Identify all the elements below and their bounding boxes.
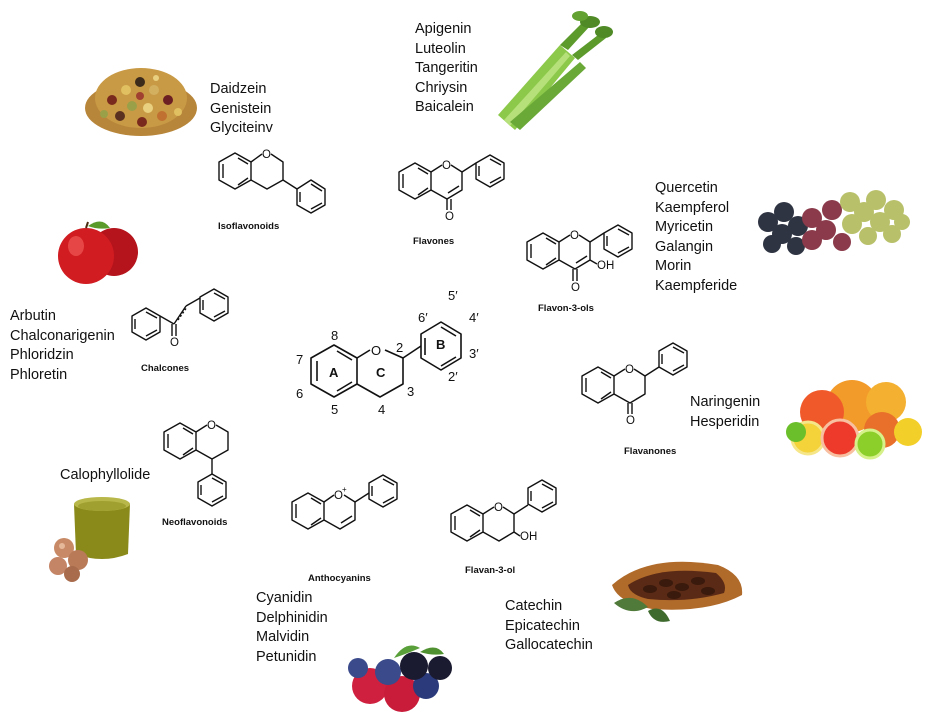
apple-icon [58, 221, 138, 284]
anthocyanin-compound-list: Cyanidin Delphinidin Malvidin Petunidin [256, 589, 328, 667]
flavanone-structure [581, 342, 688, 414]
position-label: 2 [396, 340, 403, 355]
oxygen-atom-label: O [207, 420, 216, 432]
neoflavonoid-structure [163, 422, 229, 507]
compound-name: Galangin [655, 238, 714, 255]
ring-c-label: C [376, 365, 386, 380]
isoflavonoids-label: Isoflavonoids [218, 221, 280, 232]
hydroxyl-label: OH [520, 531, 537, 543]
oxygen-cation-label: O [334, 490, 343, 502]
compound-name: Apigenin [415, 21, 472, 37]
position-label: 4′ [469, 310, 479, 325]
position-label: 5 [331, 402, 338, 417]
flavan-3-ol-label: Flavan-3-ol [465, 565, 516, 576]
position-label: 3′ [469, 346, 479, 361]
compound-name: Gallocatechin [505, 637, 593, 653]
flavones-label: Flavones [413, 236, 455, 247]
oil-nuts-icon [49, 497, 130, 582]
legumes-icon [85, 68, 197, 136]
oxygen-atom-label: O [262, 149, 271, 161]
compound-name: Genistein [210, 100, 272, 117]
citrus-icon [786, 380, 922, 460]
compound-name: Kaempferol [655, 199, 730, 216]
oxygen-atom-label: O [570, 230, 579, 242]
anthocyanin-structure [291, 474, 398, 530]
flavon-3-ol-structure [526, 224, 633, 281]
compound-name: Kaempferide [655, 277, 738, 294]
position-label: 6′ [418, 310, 428, 325]
compound-name: Phloridzin [10, 347, 74, 363]
compound-name: Tangeritin [415, 60, 478, 76]
position-label: 3 [407, 384, 414, 399]
core-oxygen-label: O [371, 343, 381, 358]
anthocyanins-label: Anthocyanins [308, 573, 371, 584]
position-label: 2′ [448, 369, 458, 384]
position-label: 7 [296, 352, 303, 367]
flavone-structure [398, 154, 505, 210]
flavan-core-structure [310, 321, 462, 398]
oxygen-atom-label: O [494, 502, 503, 514]
flavan-3-ol-compound-list: Catechin Epicatechin Gallocatechin [505, 597, 593, 656]
chalcone-structure [131, 288, 229, 341]
flavon-3-ols-label: Flavon-3-ols [538, 303, 594, 314]
position-label: 5′ [448, 288, 458, 303]
grapes-icon [758, 190, 910, 255]
compound-name: Malvidin [256, 629, 310, 645]
flavon-3-ol-compound-list: Quercetin Kaempferol Myricetin Galangin … [655, 179, 737, 296]
compound-name: Arbutin [10, 308, 56, 324]
compound-name: Catechin [505, 598, 563, 614]
oxygen-atom-label: O [442, 160, 451, 172]
compound-name: Chriysin [415, 79, 468, 96]
compound-name: Morin [655, 258, 692, 274]
isoflavonoid-structure [218, 152, 326, 214]
compound-name: Naringenin [690, 394, 761, 410]
flavan-3-ol-structure [450, 479, 557, 542]
compound-name: Petunidin [256, 648, 317, 665]
compound-name: Luteolin [415, 40, 466, 57]
position-label: 4 [378, 402, 385, 417]
compound-name: Hesperidin [690, 413, 760, 430]
compound-name: Epicatechin [505, 617, 580, 634]
flavone-compound-list: Apigenin Luteolin Tangeritin Chriysin Ba… [415, 20, 478, 118]
cocoa-icon [612, 561, 743, 622]
compound-name: Chalconarigenin [10, 327, 115, 344]
hydroxyl-label: OH [597, 260, 614, 272]
compound-name: Myricetin [655, 219, 714, 235]
compound-name: Glyciteinv [210, 120, 273, 136]
compound-name: Calophyllolide [60, 467, 151, 483]
position-label: 6 [296, 386, 303, 401]
chalcone-compound-list: Arbutin Chalconarigenin Phloridzin Phlor… [10, 307, 115, 385]
ring-b-label: B [436, 337, 445, 352]
position-label: 8 [331, 328, 338, 343]
compound-name: Phloretin [10, 366, 68, 383]
compound-name: Baicalein [415, 99, 474, 115]
chalcones-label: Chalcones [141, 363, 190, 374]
oxygen-atom-label: O [170, 337, 179, 349]
isoflavonoid-compound-list: Daidzein Genistein Glyciteinv [210, 80, 273, 139]
celery-icon [498, 11, 613, 130]
flavanones-label: Flavanones [624, 446, 677, 457]
compound-name: Quercetin [655, 180, 718, 196]
oxygen-atom-label: O [625, 364, 634, 376]
oxygen-atom-label: O [445, 211, 454, 223]
compound-name: Daidzein [210, 81, 267, 97]
ring-a-label: A [329, 365, 339, 380]
compound-name: Cyanidin [256, 590, 313, 606]
oxygen-atom-label: O [571, 282, 580, 294]
oxygen-atom-label: O [626, 415, 635, 427]
charge-plus-label: + [342, 485, 347, 494]
neoflavonoid-compound-list: Calophyllolide [60, 466, 150, 486]
neoflavonoids-label: Neoflavonoids [162, 517, 228, 528]
compound-name: Delphinidin [256, 609, 328, 626]
berries-icon [348, 645, 452, 712]
flavanone-compound-list: Naringenin Hesperidin [690, 393, 760, 432]
